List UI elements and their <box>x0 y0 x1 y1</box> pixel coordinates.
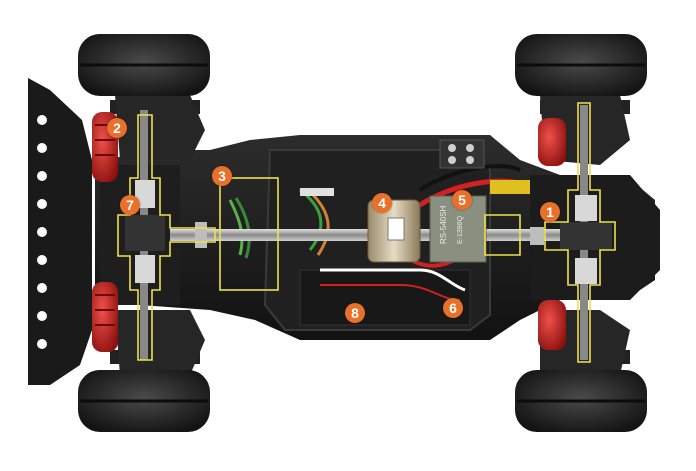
callout-4: 4 <box>372 193 392 213</box>
callout-5: 5 <box>452 190 472 210</box>
rear-axle <box>530 105 612 360</box>
motor-label: RS-540SH <box>439 206 448 244</box>
callout-6: 6 <box>443 298 463 318</box>
callout-1: 1 <box>540 202 560 222</box>
motor <box>367 199 421 263</box>
shock-front-bottom <box>92 282 118 352</box>
tire-rear-top <box>515 34 647 96</box>
callout-2: 2 <box>107 118 127 138</box>
highlight-outlines <box>117 102 616 363</box>
callout-3: 3 <box>212 166 232 186</box>
motor-code: E-1398Q <box>457 215 464 244</box>
front-bumper <box>28 78 92 385</box>
shock-rear-bottom <box>538 300 566 350</box>
shock-rear-top <box>538 118 566 166</box>
callout-7: 7 <box>120 195 140 215</box>
tire-front-bottom <box>78 370 210 432</box>
tire-front-top <box>78 34 210 96</box>
callout-8: 8 <box>345 303 365 323</box>
tire-rear-bottom <box>515 370 647 432</box>
connector-strip <box>300 188 334 196</box>
terminal-block <box>439 139 530 194</box>
